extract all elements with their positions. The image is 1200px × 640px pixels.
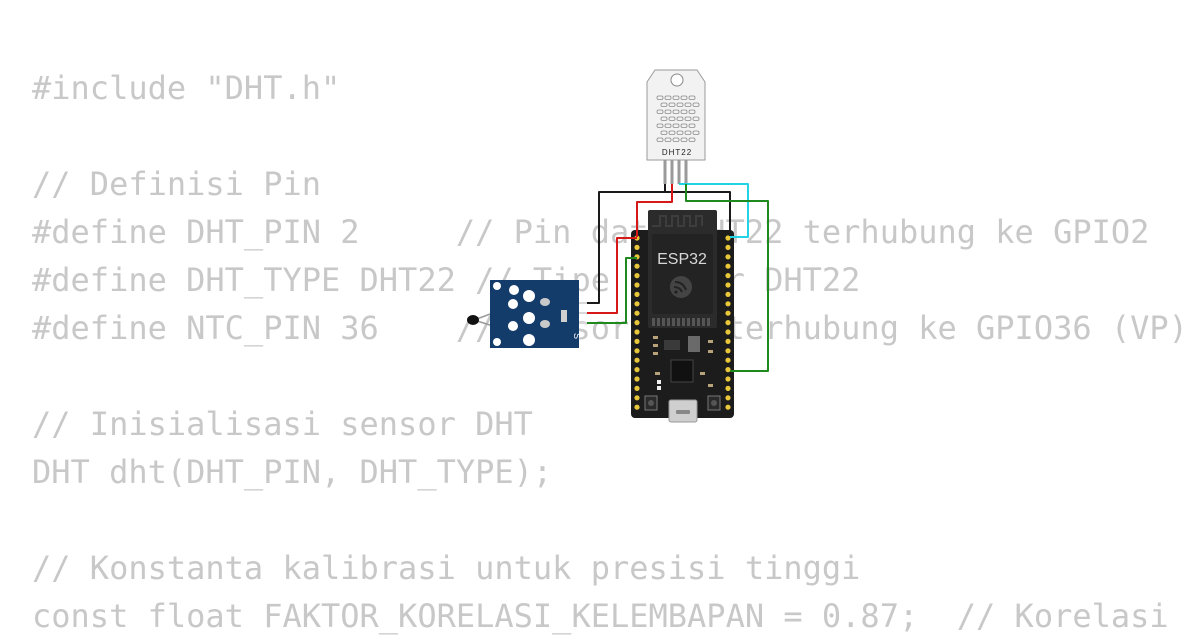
dht22-label: DHT22 [662,148,692,157]
ntc-pin-label: S [572,333,582,339]
vent-slot [684,102,692,107]
esp32-pin [634,348,640,354]
esp32-pin [634,395,640,401]
vent-slot [676,130,684,135]
esp32-pin [634,338,640,344]
espressif-logo-icon [670,276,692,298]
vent-slot [672,123,680,128]
code-line: const float FAKTOR_KORELASI_KELEMBAPAN =… [32,597,1169,635]
esp32-pin [725,235,731,241]
usb-port-icon [668,399,698,423]
esp32-pin [725,395,731,401]
esp32-pin [725,273,731,279]
vent-slot [660,116,668,121]
vent-slot [664,109,672,114]
wire-gnd [587,184,666,304]
boot-button[interactable] [644,395,658,411]
esp32-pin [725,282,731,288]
vent-slot [680,137,688,142]
wire-ntc-signal [587,257,637,324]
vent-slot [680,95,688,100]
vent-slot [680,123,688,128]
vent-slot [688,95,696,100]
esp32-pin [725,376,731,382]
esp32-pin [725,367,731,373]
esp32-pin [634,376,640,382]
vent-slot [684,130,692,135]
vent-slot [656,109,664,114]
vent-slot [668,130,676,135]
code-line: #include "DHT.h" [32,69,341,107]
vent-slot [688,109,696,114]
vent-slot [660,102,668,107]
esp32-pin [725,385,731,391]
esp32-pin [634,385,640,391]
vent-slot [664,123,672,128]
code-background: #include "DHT.h" // Definisi Pin #define… [32,64,1188,635]
code-line: DHT dht(DHT_PIN, DHT_TYPE); [32,453,553,491]
reset-button[interactable] [707,395,721,411]
esp32-pin [634,367,640,373]
ntc-sensor-module[interactable]: S [467,280,587,348]
esp32-pin [725,254,731,260]
esp32-pin [634,273,640,279]
esp32-pin [725,301,731,307]
wire-vcc [636,184,673,237]
esp32-pin [634,244,640,250]
esp32-pin-headers [634,235,731,410]
wires [587,183,769,372]
wire-vcc-ntc [587,237,637,314]
vent-slot [688,123,696,128]
esp32-pin [725,404,731,410]
vent-slot [692,102,700,107]
esp32-pin [634,329,640,335]
vent-slot [672,109,680,114]
vent-slot [656,95,664,100]
esp32-pin [634,357,640,363]
esp32-pin [725,338,731,344]
vent-slot [688,137,696,142]
code-line: // Definisi Pin [32,165,321,203]
wire-dht-gnd [685,184,769,372]
code-line: // Konstanta kalibrasi untuk presisi tin… [32,549,861,587]
wire-dht-data [679,183,749,238]
esp32-pin [634,263,640,269]
vent-slot [692,130,700,135]
vent-slot [660,130,668,135]
vent-slot [684,116,692,121]
esp32-pin [634,282,640,288]
vent-slot [664,95,672,100]
vent-slot [656,137,664,142]
vent-slot [676,116,684,121]
vent-slot [664,137,672,142]
esp32-pin [725,244,731,250]
esp32-pin [634,404,640,410]
esp32-pin [725,348,731,354]
vent-slot [668,102,676,107]
esp32-pin [725,329,731,335]
esp32-pin [634,291,640,297]
code-line: #define DHT_PIN 2 // Pin data DHT22 terh… [32,213,1150,251]
esp32-label: ESP32 [657,251,707,268]
vent-slot [692,116,700,121]
dht22-sensor[interactable]: DHT22 [646,69,706,184]
esp32-pin [725,291,731,297]
vent-slot [680,109,688,114]
code-line: // Inisialisasi sensor DHT [32,405,533,443]
esp32-pin [634,320,640,326]
vent-slot [672,137,680,142]
vent-slot [676,102,684,107]
vent-slot [672,95,680,100]
vent-slot [656,123,664,128]
dht22-vent-grille [656,95,700,142]
esp32-pin [725,263,731,269]
esp32-pin [634,301,640,307]
esp32-board[interactable]: ESP32 [631,210,734,423]
esp32-pin [725,320,731,326]
esp32-pin [634,310,640,316]
esp32-pin [725,310,731,316]
vent-slot [668,116,676,121]
esp32-pin [725,357,731,363]
